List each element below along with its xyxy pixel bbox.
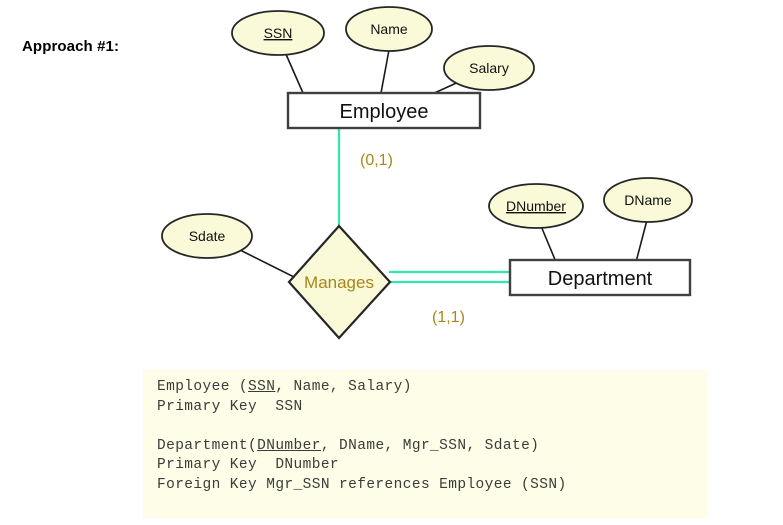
attribute-line-name [380,49,390,94]
code-line: Primary Key SSN [157,398,707,418]
attribute-name-ellipse [345,6,433,52]
code-token: Foreign Key Mgr_SSN references Employee … [157,476,567,493]
attribute-line-ssn [284,51,304,94]
code-key-token: SSN [248,379,276,395]
entity-department-box [508,258,692,297]
code-key-token: DNumber [257,437,321,454]
relationship-manages[interactable]: Manages [287,224,392,340]
code-line: Foreign Key Mgr_SSN references Employee … [157,476,707,496]
relationship-manages-label: Manages [304,273,374,292]
entity-department[interactable]: Department [508,258,692,297]
code-line: Employee (SSN, Name, Salary) [157,378,707,398]
cardinality-manages-department: (1,1) [432,309,465,326]
attribute-line-dname [635,219,648,263]
entity-employee-box [286,91,482,130]
attribute-dnumber-ellipse [488,183,584,229]
code-token: Primary Key DNumber [157,457,340,473]
attribute-sdate[interactable]: Sdate [161,213,253,259]
entity-department-label: Department [548,268,653,290]
attribute-sdate-ellipse [161,213,253,259]
entity-employee-label: Employee [340,101,429,123]
code-line: Primary Key DNumber [157,456,707,476]
code-line: Department(DNumber, DName, Mgr_SSN, Sdat… [157,437,707,457]
attribute-sdate-label: Sdate [189,228,226,244]
attribute-line-dnumber [540,225,557,263]
attribute-salary[interactable]: Salary [443,45,535,91]
code-token: , DName, Mgr_SSN, Sdate) [320,437,540,454]
attribute-dnumber-label: DNumber [506,198,566,214]
cardinality-employee-manages: (0,1) [360,152,393,169]
attribute-dnumber[interactable]: DNumber [488,183,584,229]
attribute-salary-ellipse [443,45,535,91]
relationship-manages-diamond [287,224,392,340]
code-token: Department( [157,437,258,454]
attribute-dname-label: DName [624,192,672,208]
code-token: Employee ( [157,379,249,395]
attribute-salary-label: Salary [469,60,509,76]
attribute-name-label: Name [370,21,408,37]
attribute-dname-ellipse [603,177,693,223]
code-line [157,417,707,437]
attribute-ssn[interactable]: SSN [231,10,325,56]
code-token: , Name, Salary) [275,379,412,395]
attribute-name[interactable]: Name [345,6,433,52]
entity-employee[interactable]: Employee [286,91,482,130]
relational-schema-code-block: Employee (SSN, Name, Salary) Primary Key… [143,370,707,518]
code-token: Primary Key SSN [157,398,303,415]
attribute-dname[interactable]: DName [603,177,693,223]
attribute-ssn-label: SSN [264,25,293,41]
attribute-ssn-ellipse [231,10,325,56]
approach-label: Approach #1: [22,38,120,55]
